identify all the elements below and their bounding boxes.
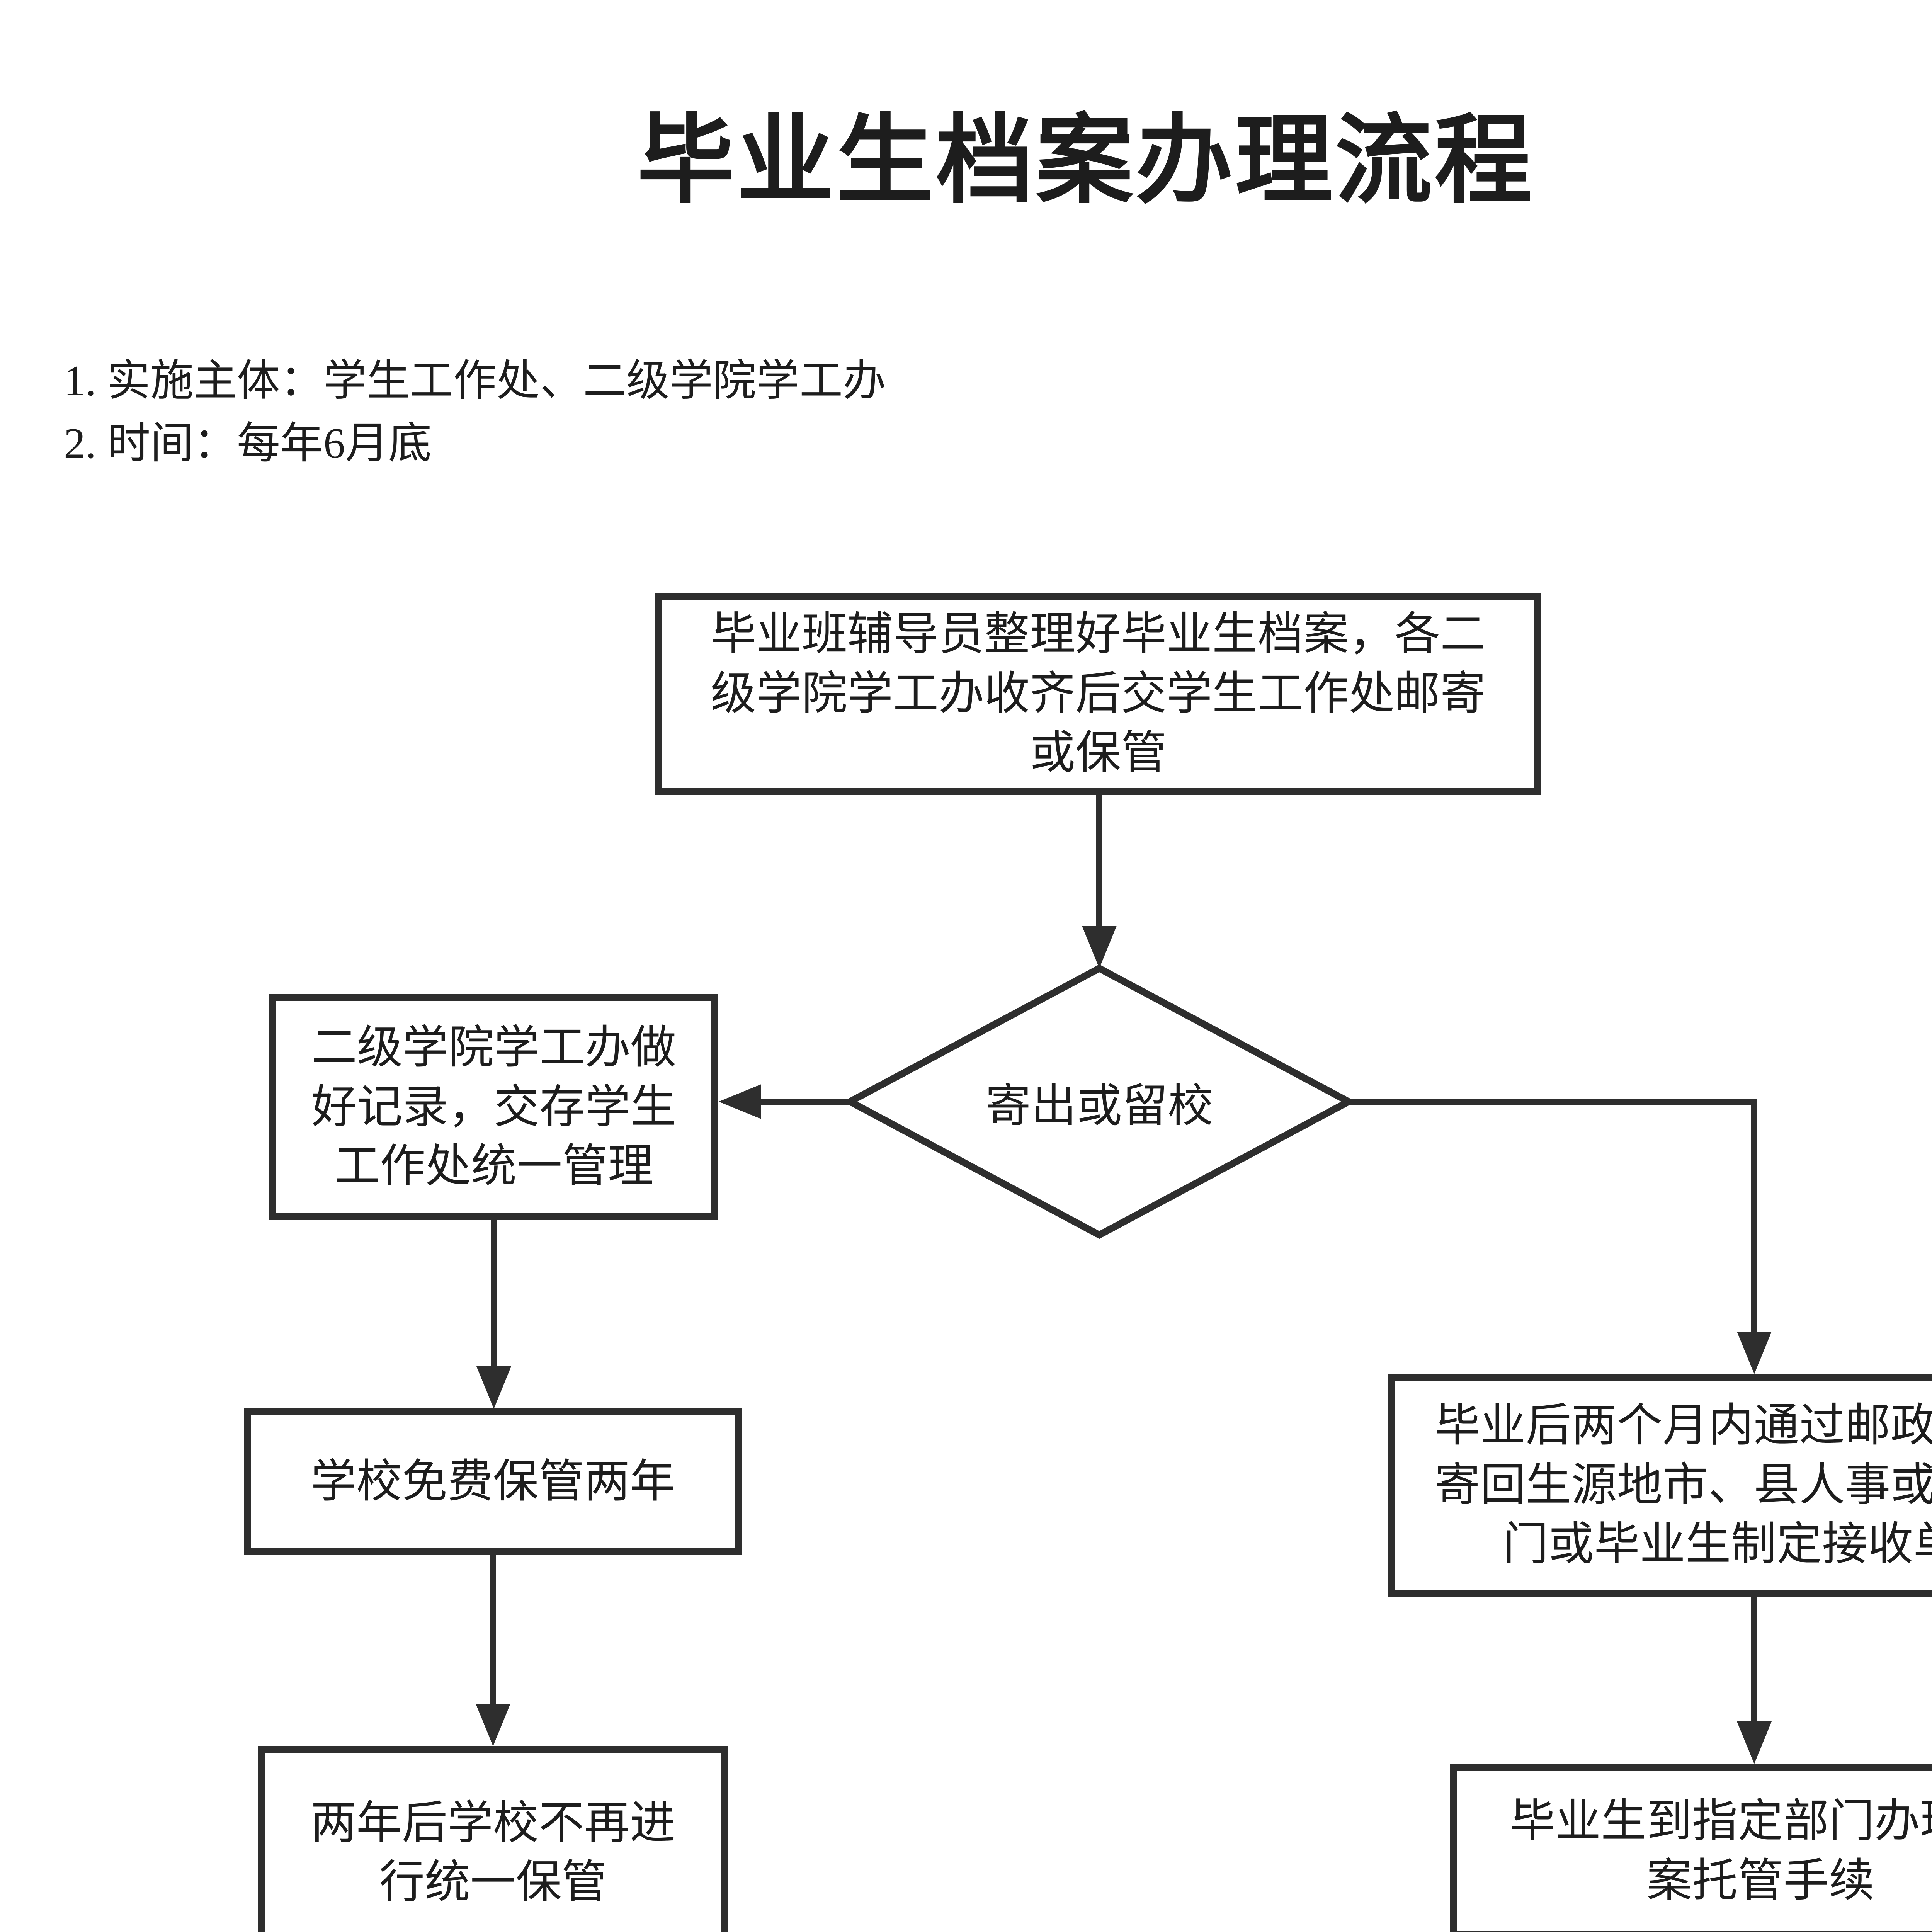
node-procedure: 毕业生到指定部门办理档 案托管手续 xyxy=(1450,1764,1932,1932)
node-text-line: 寄回生源地市、县人事或社保部 xyxy=(1434,1459,1932,1510)
node-text-line: 或保管 xyxy=(1029,728,1167,779)
node-text-line: 案托管手续 xyxy=(1646,1855,1874,1906)
connector-decision-to-mail-head xyxy=(1737,1332,1772,1374)
connector-decision-to-mail-line xyxy=(1349,1099,1757,1333)
node-text-line: 行统一保管 xyxy=(379,1857,607,1908)
decision-label: 寄出或留校 xyxy=(985,1081,1214,1132)
arrow-storage-to-nostorage-head xyxy=(476,1704,510,1746)
node-free-storage: 学校免费保管两年 xyxy=(244,1408,742,1555)
node-text-line: 毕业班辅导员整理好毕业生档案，各二 xyxy=(710,609,1486,660)
arrow-mail-to-procedure-head xyxy=(1737,1721,1772,1764)
page-title: 毕业生档案办理流程 xyxy=(637,107,1534,215)
node-text-line: 学校免费保管两年 xyxy=(310,1456,675,1507)
node-no-storage: 两年后学校不再进 行统一保管 xyxy=(258,1746,728,1932)
arrow-record-to-storage-head xyxy=(476,1366,511,1409)
node-text-line: 工作处统一管理 xyxy=(334,1141,653,1192)
node-text-line: 级学院学工办收齐后交学生工作处邮寄 xyxy=(710,668,1486,719)
node-record: 二级学院学工办做 好记录，交存学生 工作处统一管理 xyxy=(269,994,718,1220)
node-text-line: 两年后学校不再进 xyxy=(310,1798,675,1849)
node-text-line: 门或毕业生制定接收单位 xyxy=(1503,1519,1932,1570)
decision-diamond-shape xyxy=(842,964,1356,1239)
node-text-line: 毕业生到指定部门办理档 xyxy=(1509,1796,1932,1847)
node-text-line: 二级学院学工办做 xyxy=(311,1022,676,1073)
node-text-line: 毕业后两个月内通过邮政部门邮 xyxy=(1434,1400,1932,1451)
node-mail-out: 毕业后两个月内通过邮政部门邮 寄回生源地市、县人事或社保部 门或毕业生制定接收单… xyxy=(1388,1374,1932,1597)
node-start: 毕业班辅导员整理好毕业生档案，各二 级学院学工办收齐后交学生工作处邮寄 或保管 xyxy=(655,593,1541,795)
note-line-2: 2. 时间：每年6月底 xyxy=(64,420,432,468)
node-text-line: 好记录，交存学生 xyxy=(311,1082,676,1133)
arrow-start-to-decision-head xyxy=(1082,926,1117,968)
notes-block: 1. 实施主体：学生工作处、二级学院学工办 2. 时间：每年6月底 xyxy=(64,350,886,475)
arrow-decision-to-record-head xyxy=(719,1084,761,1119)
note-line-1: 1. 实施主体：学生工作处、二级学院学工办 xyxy=(64,357,886,405)
